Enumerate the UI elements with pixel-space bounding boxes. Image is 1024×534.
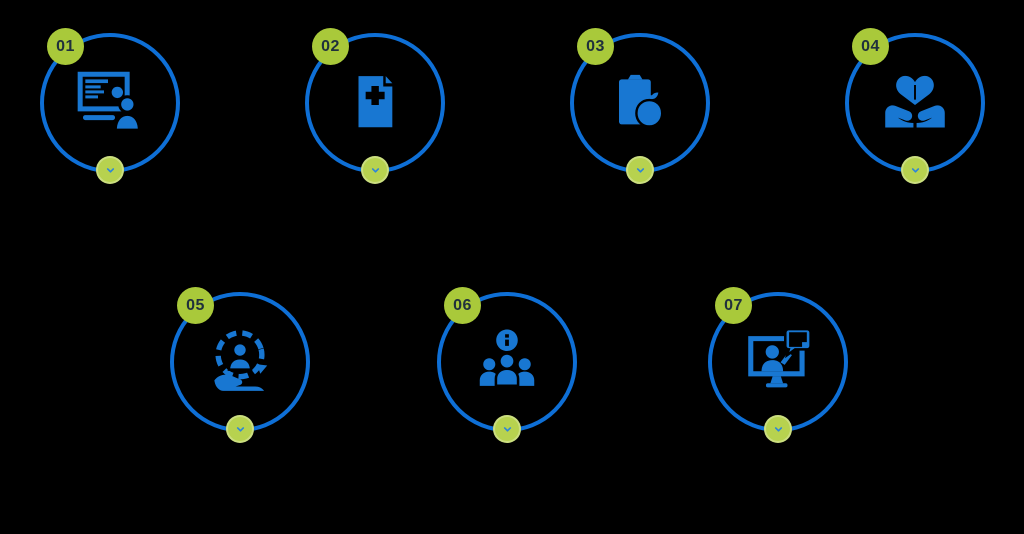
step-number-badge: 02 (312, 28, 349, 65)
step-6: 06 (437, 287, 577, 443)
expand-chevron-button[interactable] (626, 156, 654, 184)
expand-chevron-button[interactable] (901, 156, 929, 184)
chevron-down-icon (503, 426, 511, 432)
step-3: 03 (570, 28, 710, 184)
telehealth-consultation-icon (740, 322, 816, 398)
expand-chevron-button[interactable] (361, 156, 389, 184)
chevron-down-icon (911, 167, 919, 173)
step-number-badge: 06 (444, 287, 481, 324)
online-doctor-computer-icon (70, 61, 150, 141)
expand-chevron-button[interactable] (226, 415, 254, 443)
expand-chevron-button[interactable] (493, 415, 521, 443)
expand-chevron-button[interactable] (96, 156, 124, 184)
step-5: 05 (170, 287, 310, 443)
step-4: 04 (845, 28, 985, 184)
expand-chevron-button[interactable] (764, 415, 792, 443)
step-number-badge: 03 (577, 28, 614, 65)
medical-document-icon (342, 69, 408, 135)
patient-care-cycle-icon (202, 322, 278, 398)
chevron-down-icon (371, 167, 379, 173)
step-2: 02 (305, 28, 445, 184)
chevron-down-icon (236, 426, 244, 432)
chevron-down-icon (106, 167, 114, 173)
step-number-badge: 01 (47, 28, 84, 65)
step-number-badge: 05 (177, 287, 214, 324)
step-7: 07 (708, 287, 848, 443)
patient-group-info-icon (469, 322, 545, 398)
hands-holding-heart-icon (877, 63, 953, 139)
chevron-down-icon (636, 167, 644, 173)
step-1: 01 (40, 28, 180, 184)
step-number-badge: 07 (715, 287, 752, 324)
diet-clipboard-apple-icon (604, 66, 676, 138)
step-number-badge: 04 (852, 28, 889, 65)
chevron-down-icon (774, 426, 782, 432)
